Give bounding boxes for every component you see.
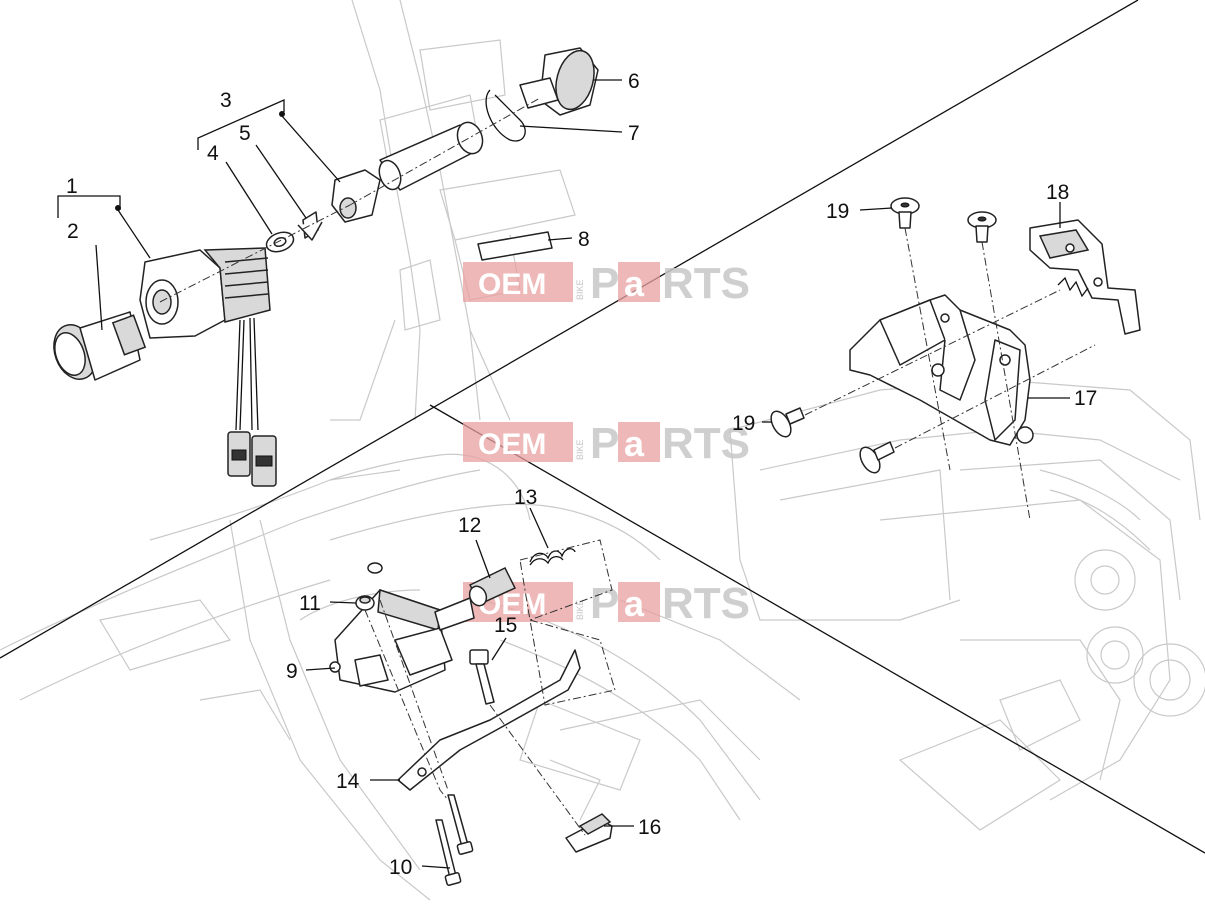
rod-part — [477, 231, 553, 261]
callout-19-top: 19 — [826, 200, 849, 223]
watermark-a-text: a — [624, 423, 645, 464]
callout-9: 9 — [286, 660, 298, 683]
callout-5: 5 — [239, 122, 251, 145]
watermark-rts-text: RTS — [662, 579, 750, 628]
callout-1: 1 — [66, 175, 78, 198]
callout-3: 3 — [220, 89, 232, 112]
callout-19-left: 19 — [732, 412, 755, 435]
callout-14: 14 — [336, 770, 360, 793]
callout-13: 13 — [514, 486, 537, 509]
plunger-spring-assembly — [468, 548, 576, 607]
watermark-bike-text: BIKE — [575, 599, 585, 620]
watermark-rts-text: RTS — [662, 419, 750, 468]
callout-10: 10 — [389, 856, 412, 879]
callout-17: 17 — [1074, 387, 1097, 410]
watermark-bike-text: BIKE — [575, 279, 585, 300]
torx-screws-part — [770, 197, 997, 474]
callout-15: 15 — [494, 614, 517, 637]
watermark-a-text: a — [624, 583, 645, 624]
callout-16: 16 — [638, 816, 661, 839]
callout-8: 8 — [578, 228, 590, 251]
watermark-middle: OEM BIKE P a RTS — [463, 419, 750, 468]
callout-18: 18 — [1046, 181, 1069, 204]
callout-6: 6 — [628, 70, 640, 93]
watermark-p-text: P — [590, 259, 619, 308]
ignition-switch-assembly — [53, 247, 277, 487]
lock-barrel-assembly — [265, 169, 381, 253]
clip-part — [565, 813, 613, 853]
watermark-a-text: a — [624, 263, 645, 304]
section-separators — [0, 0, 1205, 854]
seat-lock-bracket-part — [849, 294, 1034, 446]
callout-12: 12 — [458, 514, 481, 537]
watermark-top: OEM BIKE P a RTS — [463, 259, 750, 308]
actuator-assembly — [329, 588, 475, 693]
bracket-plate-part — [397, 649, 581, 791]
nut-part — [355, 562, 383, 611]
long-screws-part — [435, 794, 474, 886]
assembly-guide-lines — [159, 97, 1096, 836]
latch-part — [1029, 219, 1141, 335]
callout-11: 11 — [299, 592, 321, 615]
watermark-p-text: P — [590, 419, 619, 468]
watermark-rts-text: RTS — [662, 259, 750, 308]
watermark-p-text: P — [590, 579, 619, 628]
callout-labels: 1 2 3 4 5 6 7 8 9 10 11 12 13 14 15 16 1… — [66, 70, 1097, 879]
upper-connector-assembly — [378, 47, 599, 191]
callout-4: 4 — [207, 142, 219, 165]
watermark-oem-text: OEM — [478, 428, 546, 461]
watermark-bike-text: BIKE — [575, 439, 585, 460]
callout-2: 2 — [67, 220, 79, 243]
bolt-part — [469, 649, 495, 705]
callout-7: 7 — [628, 122, 640, 145]
leader-lines — [57, 79, 1070, 869]
watermark-oem-text: OEM — [478, 268, 546, 301]
